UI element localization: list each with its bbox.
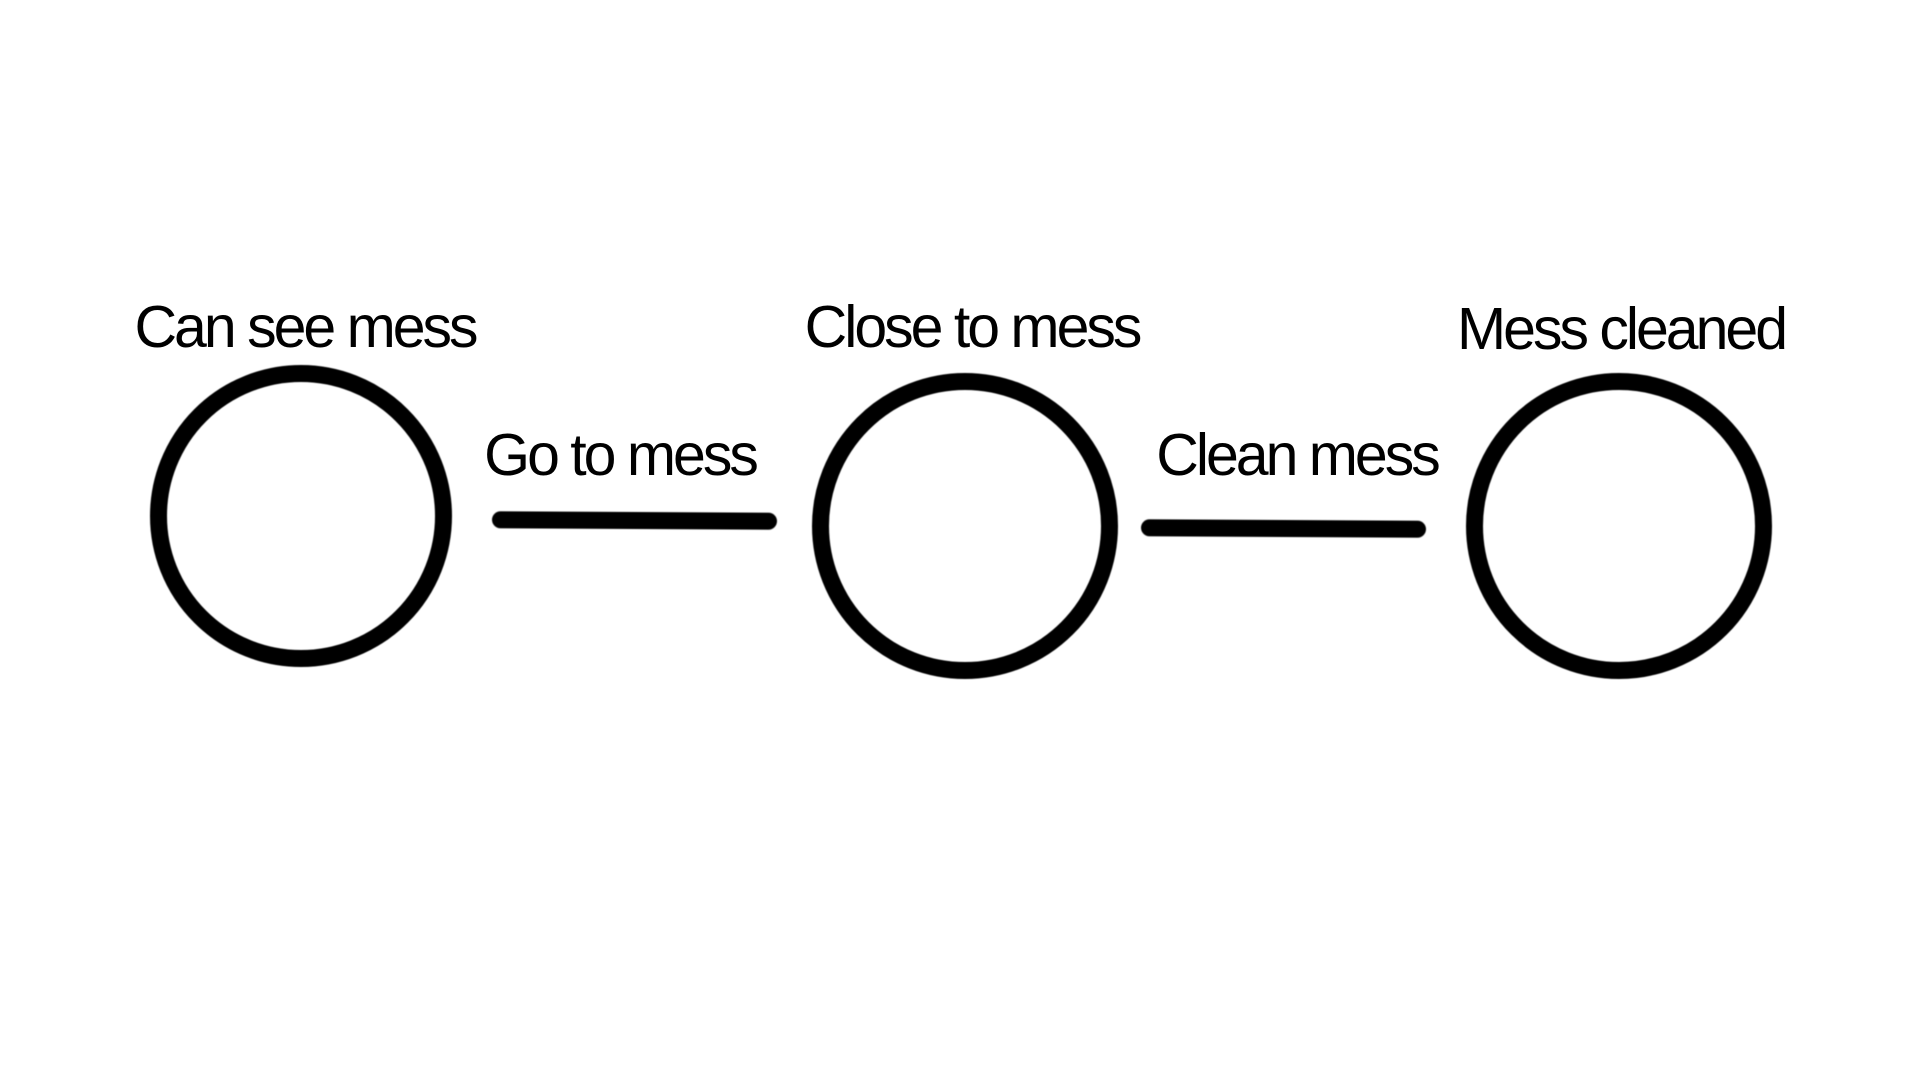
state-label-mess-cleaned: Mess cleaned [1456,296,1788,362]
state-label-close-to-mess: Close to mess [804,294,1143,360]
state-label-can-see-mess: Can see mess [134,294,478,360]
transition-line-clean-mess [1140,519,1427,538]
state-node-close-to-mess [812,373,1118,679]
state-node-can-see-mess [150,365,452,667]
transition-label-go-to-mess: Go to mess [484,422,759,488]
transition-label-clean-mess: Clean mess [1156,422,1441,488]
transition-line-go-to-mess [491,511,778,530]
state-node-mess-cleaned [1466,373,1772,679]
